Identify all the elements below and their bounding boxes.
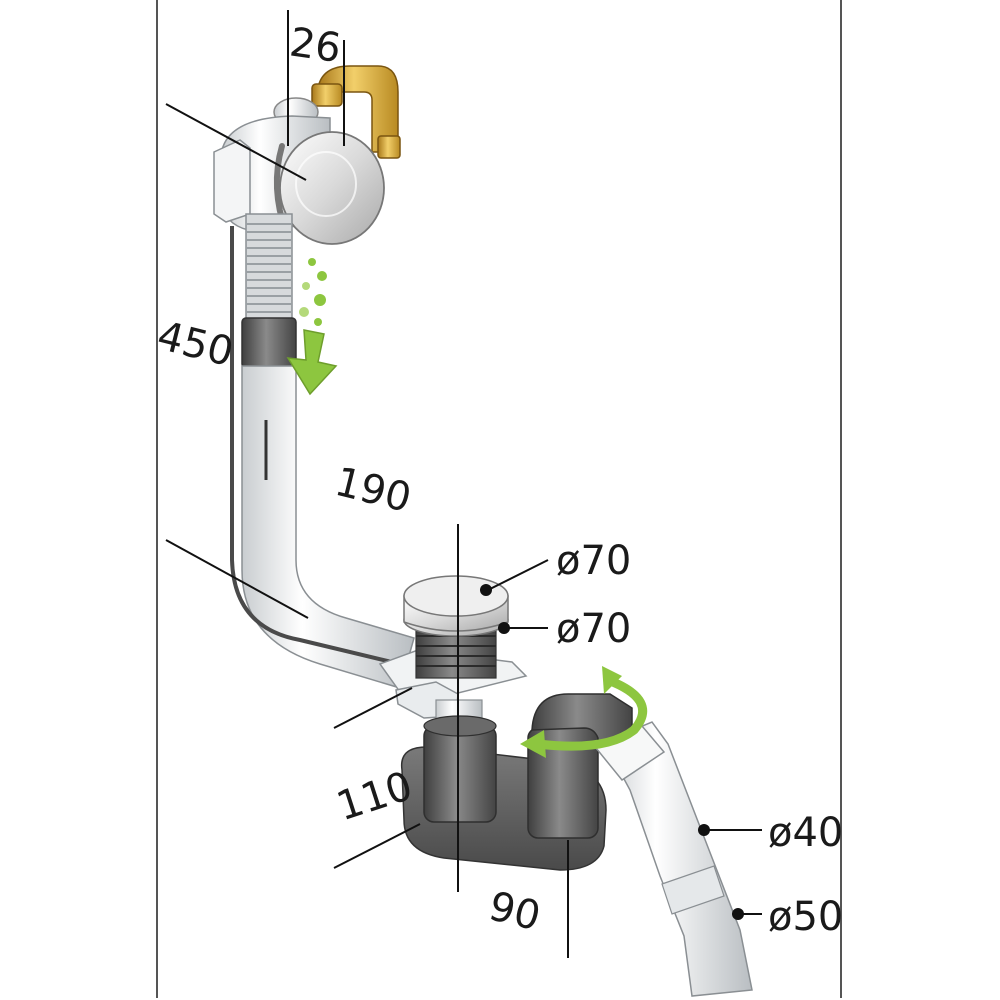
trap-inlet-column <box>423 725 497 823</box>
dim-label-d40: ø40 <box>768 810 843 856</box>
dim-label-d70-ring: ø70 <box>556 606 631 652</box>
hose-sleeve <box>241 317 297 369</box>
drain-cap <box>403 575 509 617</box>
water-droplets <box>299 258 327 326</box>
dim-label-190: 190 <box>330 459 415 522</box>
rotate-arrow-icon <box>520 666 648 758</box>
flexible-hose <box>245 213 293 323</box>
dim-label-d50: ø50 <box>768 894 843 940</box>
dim-label-d70-cap: ø70 <box>556 538 631 584</box>
bowden-cable <box>230 226 401 666</box>
flow-arrow-icon <box>286 329 338 396</box>
drain-thread <box>415 625 497 679</box>
dim-label-26: 26 <box>287 19 344 72</box>
dim-label-450: 450 <box>153 313 238 376</box>
dim-label-90: 90 <box>484 883 545 940</box>
overflow-assembly <box>213 65 401 245</box>
outlet-reducer <box>661 865 725 915</box>
trap-assembly <box>400 693 633 871</box>
overflow-bracket <box>213 139 251 223</box>
brass-elbow <box>311 65 401 159</box>
diagram-frame <box>156 0 842 998</box>
dimension-lines <box>165 10 762 958</box>
main-pipe <box>241 365 415 689</box>
outlet-pipe <box>594 721 753 997</box>
